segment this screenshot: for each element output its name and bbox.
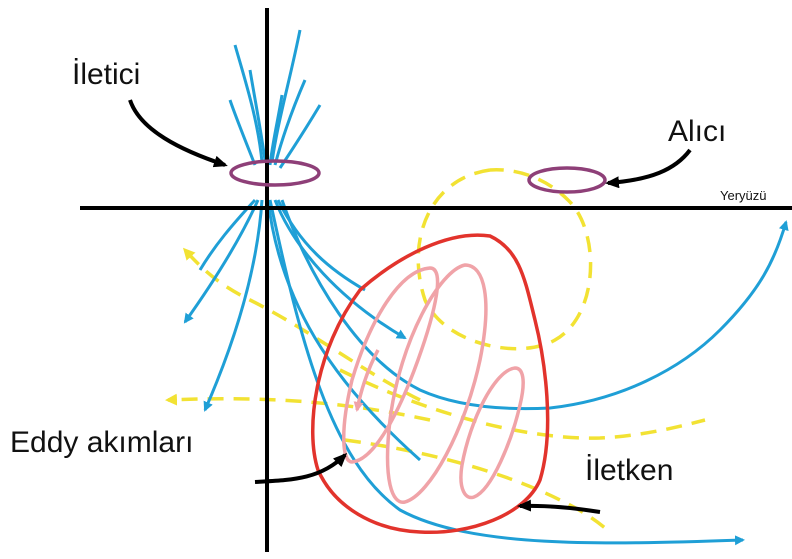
receiver-pointer-arrow: [605, 148, 692, 189]
conductor-body: [310, 233, 550, 535]
receiver-loop: [527, 166, 607, 194]
eddy-pointer-arrow: [254, 452, 348, 484]
secondary-field-line-lower: [344, 438, 612, 534]
primary-field-line-up-1: [233, 44, 264, 163]
eddy-loop-arrow: [353, 349, 380, 412]
primary-field-line-tight: [276, 199, 366, 292]
primary-field-line-up-6: [278, 104, 322, 169]
surface-label: Yeryüzü: [720, 188, 767, 203]
eddy-loop-center: [385, 263, 488, 504]
primary-field-line-up-2: [248, 69, 267, 161]
primary-field-line-right-sweep: [280, 199, 789, 411]
primary-field-line-up-5: [273, 79, 307, 166]
secondary-field-loop-receiver: [416, 168, 593, 351]
pointer-arrows: [128, 99, 692, 514]
eddy-loop-left: [342, 266, 440, 464]
primary-field-line-deep: [268, 199, 745, 546]
primary-field-line-down-mid: [273, 199, 407, 340]
transmitter-label: İletici: [72, 58, 140, 91]
secondary-field-line-left-up: [182, 247, 421, 402]
conductor-pointer-arrow: [517, 499, 601, 514]
primary-field-line-up-7: [268, 94, 284, 166]
receiver-label: Alıcı: [668, 115, 726, 148]
primary-field-line-up-3: [228, 99, 257, 166]
secondary-field-line-right: [339, 368, 706, 440]
conductor-label: İletken: [585, 454, 673, 487]
transmitter-loop: [229, 159, 321, 187]
primary-field-line-up-4: [270, 29, 302, 163]
transmitter-pointer-arrow: [128, 99, 228, 168]
primary-field-line-down-left-2: [203, 199, 264, 412]
primary-field-line-down-left-1: [183, 199, 260, 324]
eddy-currents-label: Eddy akımları: [10, 426, 193, 459]
eddy-current-loops: [342, 263, 525, 504]
eddy-loop-right: [459, 366, 525, 500]
